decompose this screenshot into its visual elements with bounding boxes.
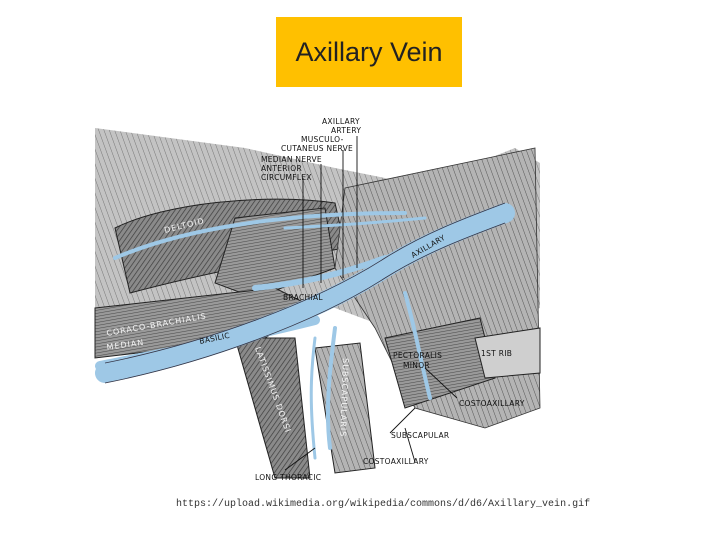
label-brachial: BRACHIAL xyxy=(283,293,323,302)
label-anterior-circumflex-line1: ANTERIOR xyxy=(261,164,302,173)
label-axillary-artery-line2: ARTERY xyxy=(331,126,361,135)
label-subscapularis: SUBSCAPULARIS xyxy=(338,358,350,437)
axillary-vein-illustration: AXILLARY ARTERY MUSCULO- CUTANEUS NERVE … xyxy=(85,108,550,483)
label-musculocutaneous-line2: CUTANEUS NERVE xyxy=(281,144,353,153)
slide-title: Axillary Vein xyxy=(295,36,443,67)
basilic-vein xyxy=(95,315,320,371)
label-median-nerve: MEDIAN NERVE xyxy=(261,155,322,164)
vein-outline xyxy=(104,202,506,384)
anatomy-drawing: AXILLARY ARTERY MUSCULO- CUTANEUS NERVE … xyxy=(94,117,541,482)
source-url: https://upload.wikimedia.org/wikipedia/c… xyxy=(176,499,591,510)
circumflex-branch xyxy=(283,216,427,230)
label-axillary-artery-line1: AXILLARY xyxy=(322,117,360,126)
first-rib xyxy=(474,327,541,379)
label-pectoralis-minor-line2: MINOR xyxy=(403,361,430,370)
slide-title-box: Axillary Vein xyxy=(276,17,462,87)
brachial-vein xyxy=(252,255,388,291)
cephalic-branch xyxy=(113,211,407,260)
pointer-lines xyxy=(284,136,458,471)
label-costoaxillary-upper: COSTOAXILLARY xyxy=(459,399,525,408)
label-musculocutaneous-line1: MUSCULO- xyxy=(301,135,344,144)
thoracic-branch xyxy=(309,336,317,460)
latissimus-dorsi-muscle xyxy=(234,337,311,479)
pectoralis-minor-muscle xyxy=(384,317,496,409)
vein-network xyxy=(95,203,515,460)
label-costoaxillary-lower: COSTOAXILLARY xyxy=(363,457,429,466)
costoaxillary-branch xyxy=(403,291,432,400)
label-long-thoracic: LONG THORACIC xyxy=(255,473,321,482)
label-anterior-circumflex-line2: CIRCUMFLEX xyxy=(261,173,312,182)
label-subscapular: SUBSCAPULAR xyxy=(391,431,449,440)
label-pectoralis-minor-line1: PECTORALIS xyxy=(393,351,442,360)
label-rib: 1ST RIB xyxy=(481,349,512,358)
subscapular-branch xyxy=(325,326,337,450)
